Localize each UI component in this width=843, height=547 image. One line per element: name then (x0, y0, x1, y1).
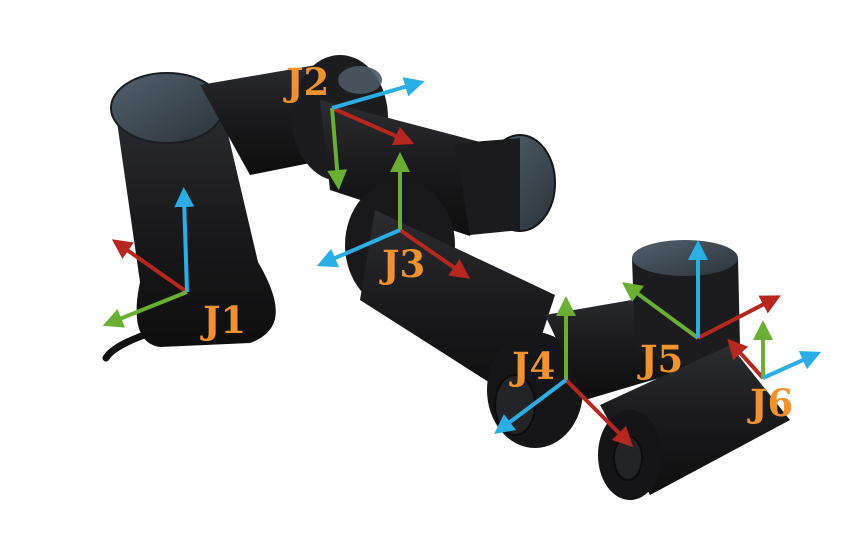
j3-frame (316, 152, 471, 279)
robot-body (102, 55, 790, 500)
joint-labels: J1 J2 J3 J4 J5 J6 (200, 60, 793, 425)
j2-x-axis (331, 106, 415, 146)
j5-label: J5 (637, 337, 683, 381)
j4-z-axis (494, 378, 568, 434)
j5-x-axis (697, 295, 781, 340)
j5-housing (632, 258, 740, 365)
j1-label: J1 (200, 298, 246, 342)
j1-x-axis (111, 239, 189, 294)
j3-x-axis (398, 228, 471, 279)
j4-frame (494, 296, 634, 448)
j1-z-axis (174, 187, 195, 293)
j2-frame (327, 77, 425, 190)
j2-z-axis (331, 77, 425, 110)
j6-x-axis (727, 338, 765, 380)
j5-cap (632, 240, 738, 276)
j3-z-axis (316, 228, 401, 268)
j6-z-axis (762, 350, 822, 380)
j2-label: J2 (283, 60, 329, 104)
base-link (116, 100, 276, 347)
j5-frame (621, 240, 781, 340)
j4-x-axis (564, 378, 634, 448)
j1-frame (102, 187, 195, 328)
j3-label: J3 (379, 242, 425, 286)
base-cap (111, 73, 223, 143)
j1-y-axis (102, 290, 188, 328)
j6-label: J6 (747, 381, 793, 425)
j6-frame (727, 320, 822, 380)
j2-y-axis (327, 107, 348, 190)
j4-label: J4 (509, 344, 555, 388)
j5-y-axis (621, 282, 700, 340)
